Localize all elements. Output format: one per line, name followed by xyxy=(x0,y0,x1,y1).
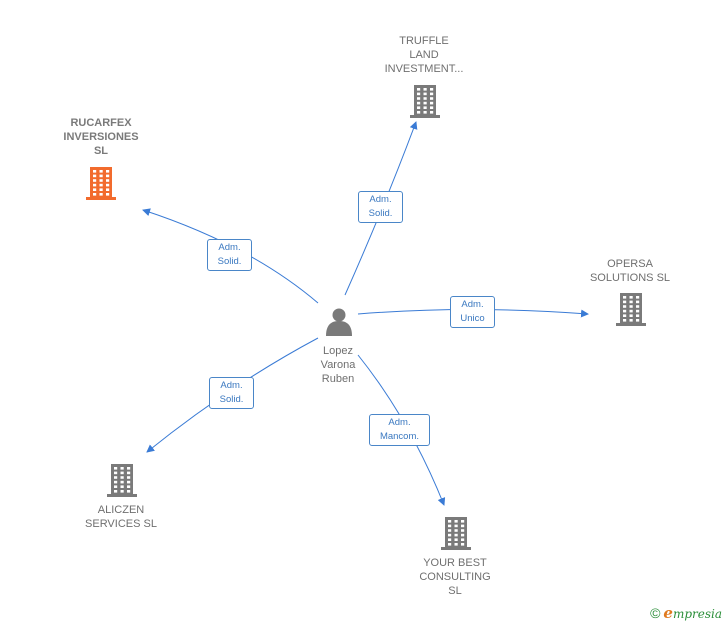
person-icon[interactable] xyxy=(326,308,352,337)
edge-label-yourbest: Adm. Mancom. xyxy=(369,414,430,446)
company-label-rucarfex[interactable]: RUCARFEX INVERSIONES SL xyxy=(63,117,139,157)
building-icon[interactable] xyxy=(107,464,137,497)
company-label-truffle[interactable]: TRUFFLE LAND INVESTMENT... xyxy=(384,35,464,75)
edge-label-opersa: Adm. Unico xyxy=(450,296,495,328)
building-icon[interactable] xyxy=(441,517,471,550)
copyright-symbol: © xyxy=(650,605,661,621)
building-icon[interactable] xyxy=(410,85,440,118)
building-icon[interactable] xyxy=(86,167,116,200)
company-label-yourbest[interactable]: YOUR BEST CONSULTING SL xyxy=(419,557,491,597)
edge-label-aliczen: Adm. Solid. xyxy=(209,377,254,409)
edge-label-truffle: Adm. Solid. xyxy=(358,191,403,223)
building-icon[interactable] xyxy=(616,293,646,326)
company-label-aliczen[interactable]: ALICZEN SERVICES SL xyxy=(85,504,157,530)
copyright-notice: ©empresia xyxy=(650,604,722,622)
brand-logo: empresia xyxy=(663,604,722,622)
company-label-opersa[interactable]: OPERSA SOLUTIONS SL xyxy=(589,258,671,284)
edge-label-rucarfex: Adm. Solid. xyxy=(207,239,252,271)
person-label[interactable]: Lopez Varona Ruben xyxy=(320,345,356,385)
